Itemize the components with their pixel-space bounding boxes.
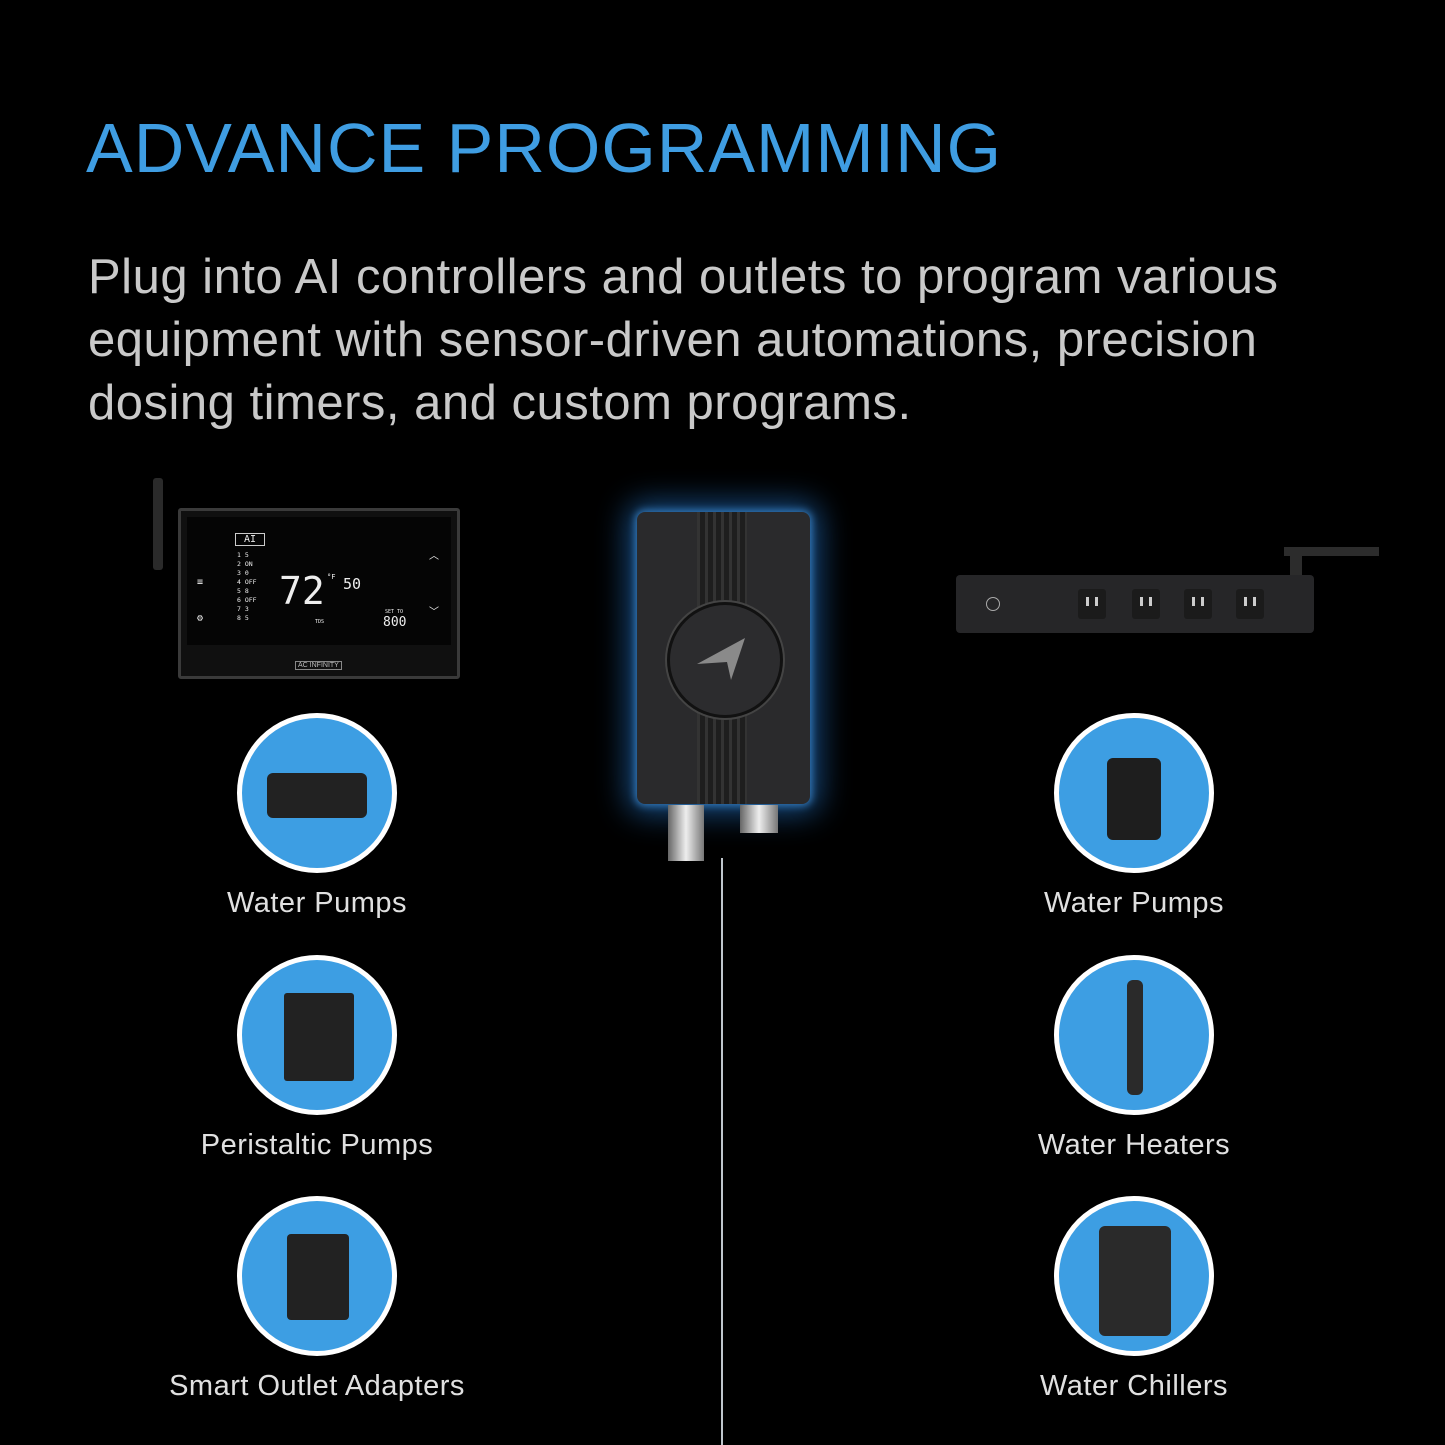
- smart-power-strip: [956, 575, 1314, 633]
- mode-badge: AI: [235, 533, 266, 546]
- set-to-label: SET TO: [385, 609, 404, 615]
- connection-line: [721, 858, 723, 1445]
- temperature-unit: °F: [327, 573, 336, 581]
- ai-controller: AI 1 5 2 ON 3 0 4 OFF 5 8 6 OFF 7 3 8 5 …: [178, 508, 460, 679]
- page-description: Plug into AI controllers and outlets to …: [88, 250, 1279, 430]
- port-status: 2 ON: [237, 560, 253, 568]
- hub-knob: [667, 602, 783, 718]
- port-status: 4 OFF: [237, 578, 257, 586]
- peristaltic-pump-icon: [237, 955, 397, 1115]
- down-arrow-icon[interactable]: ﹀: [429, 607, 439, 618]
- antenna: [153, 478, 163, 570]
- port-status: 5 8: [237, 587, 249, 595]
- left-item-water-pumps: Water Pumps: [147, 713, 487, 920]
- item-label: Water Pumps: [1043, 887, 1225, 919]
- left-item-smart-outlet-adapters: Smart Outlet Adapters: [147, 1196, 487, 1403]
- right-item-water-pumps: Water Pumps: [964, 713, 1304, 920]
- humidity-readout: 50: [343, 575, 362, 593]
- brand-logo: AC INFINITY: [295, 661, 342, 670]
- right-item-water-heaters: Water Heaters: [964, 955, 1304, 1162]
- outlet-socket: [1184, 589, 1212, 619]
- outlet-socket: [1236, 589, 1264, 619]
- port-status: 3 0: [237, 569, 249, 577]
- brand-arrow-icon: [697, 638, 745, 680]
- controller-screen: AI 1 5 2 ON 3 0 4 OFF 5 8 6 OFF 7 3 8 5 …: [187, 517, 451, 645]
- outlet-socket: [1132, 589, 1160, 619]
- port-status: 1 5: [237, 551, 249, 559]
- port-status: 6 OFF: [237, 596, 257, 604]
- outlet-adapter-icon: [237, 1196, 397, 1356]
- set-value: 800: [383, 615, 407, 630]
- strip-antenna: [1284, 547, 1379, 556]
- menu-icon[interactable]: ≡: [197, 577, 204, 588]
- page-title: ADVANCE PROGRAMMING: [86, 109, 1003, 187]
- power-button-icon[interactable]: [986, 597, 1000, 611]
- port-status: 8 5: [237, 614, 249, 622]
- water-heater-icon: [1054, 955, 1214, 1115]
- port-list: 1 5 2 ON 3 0 4 OFF 5 8 6 OFF 7 3 8 5: [237, 551, 257, 623]
- gear-icon[interactable]: ⚙: [197, 613, 204, 624]
- right-item-water-chillers: Water Chillers: [964, 1196, 1304, 1403]
- item-label: Peristaltic Pumps: [200, 1129, 434, 1161]
- hub-port-right: [740, 805, 778, 833]
- submersible-pump-icon: [1054, 713, 1214, 873]
- controller-hub: [637, 512, 810, 804]
- temperature-readout: 72: [279, 569, 325, 613]
- water-chiller-icon: [1054, 1196, 1214, 1356]
- item-label: Water Heaters: [1037, 1129, 1231, 1161]
- left-item-peristaltic-pumps: Peristaltic Pumps: [147, 955, 487, 1162]
- strip-antenna-post: [1290, 547, 1302, 577]
- item-label: Smart Outlet Adapters: [169, 1370, 465, 1402]
- outlet-socket: [1078, 589, 1106, 619]
- hub-port-left: [668, 805, 704, 861]
- up-arrow-icon[interactable]: ︿: [429, 551, 439, 562]
- item-label: Water Chillers: [1039, 1370, 1228, 1402]
- water-pump-icon: [237, 713, 397, 873]
- set-unit: TDS: [315, 619, 325, 625]
- item-label: Water Pumps: [226, 887, 408, 919]
- port-status: 7 3: [237, 605, 249, 613]
